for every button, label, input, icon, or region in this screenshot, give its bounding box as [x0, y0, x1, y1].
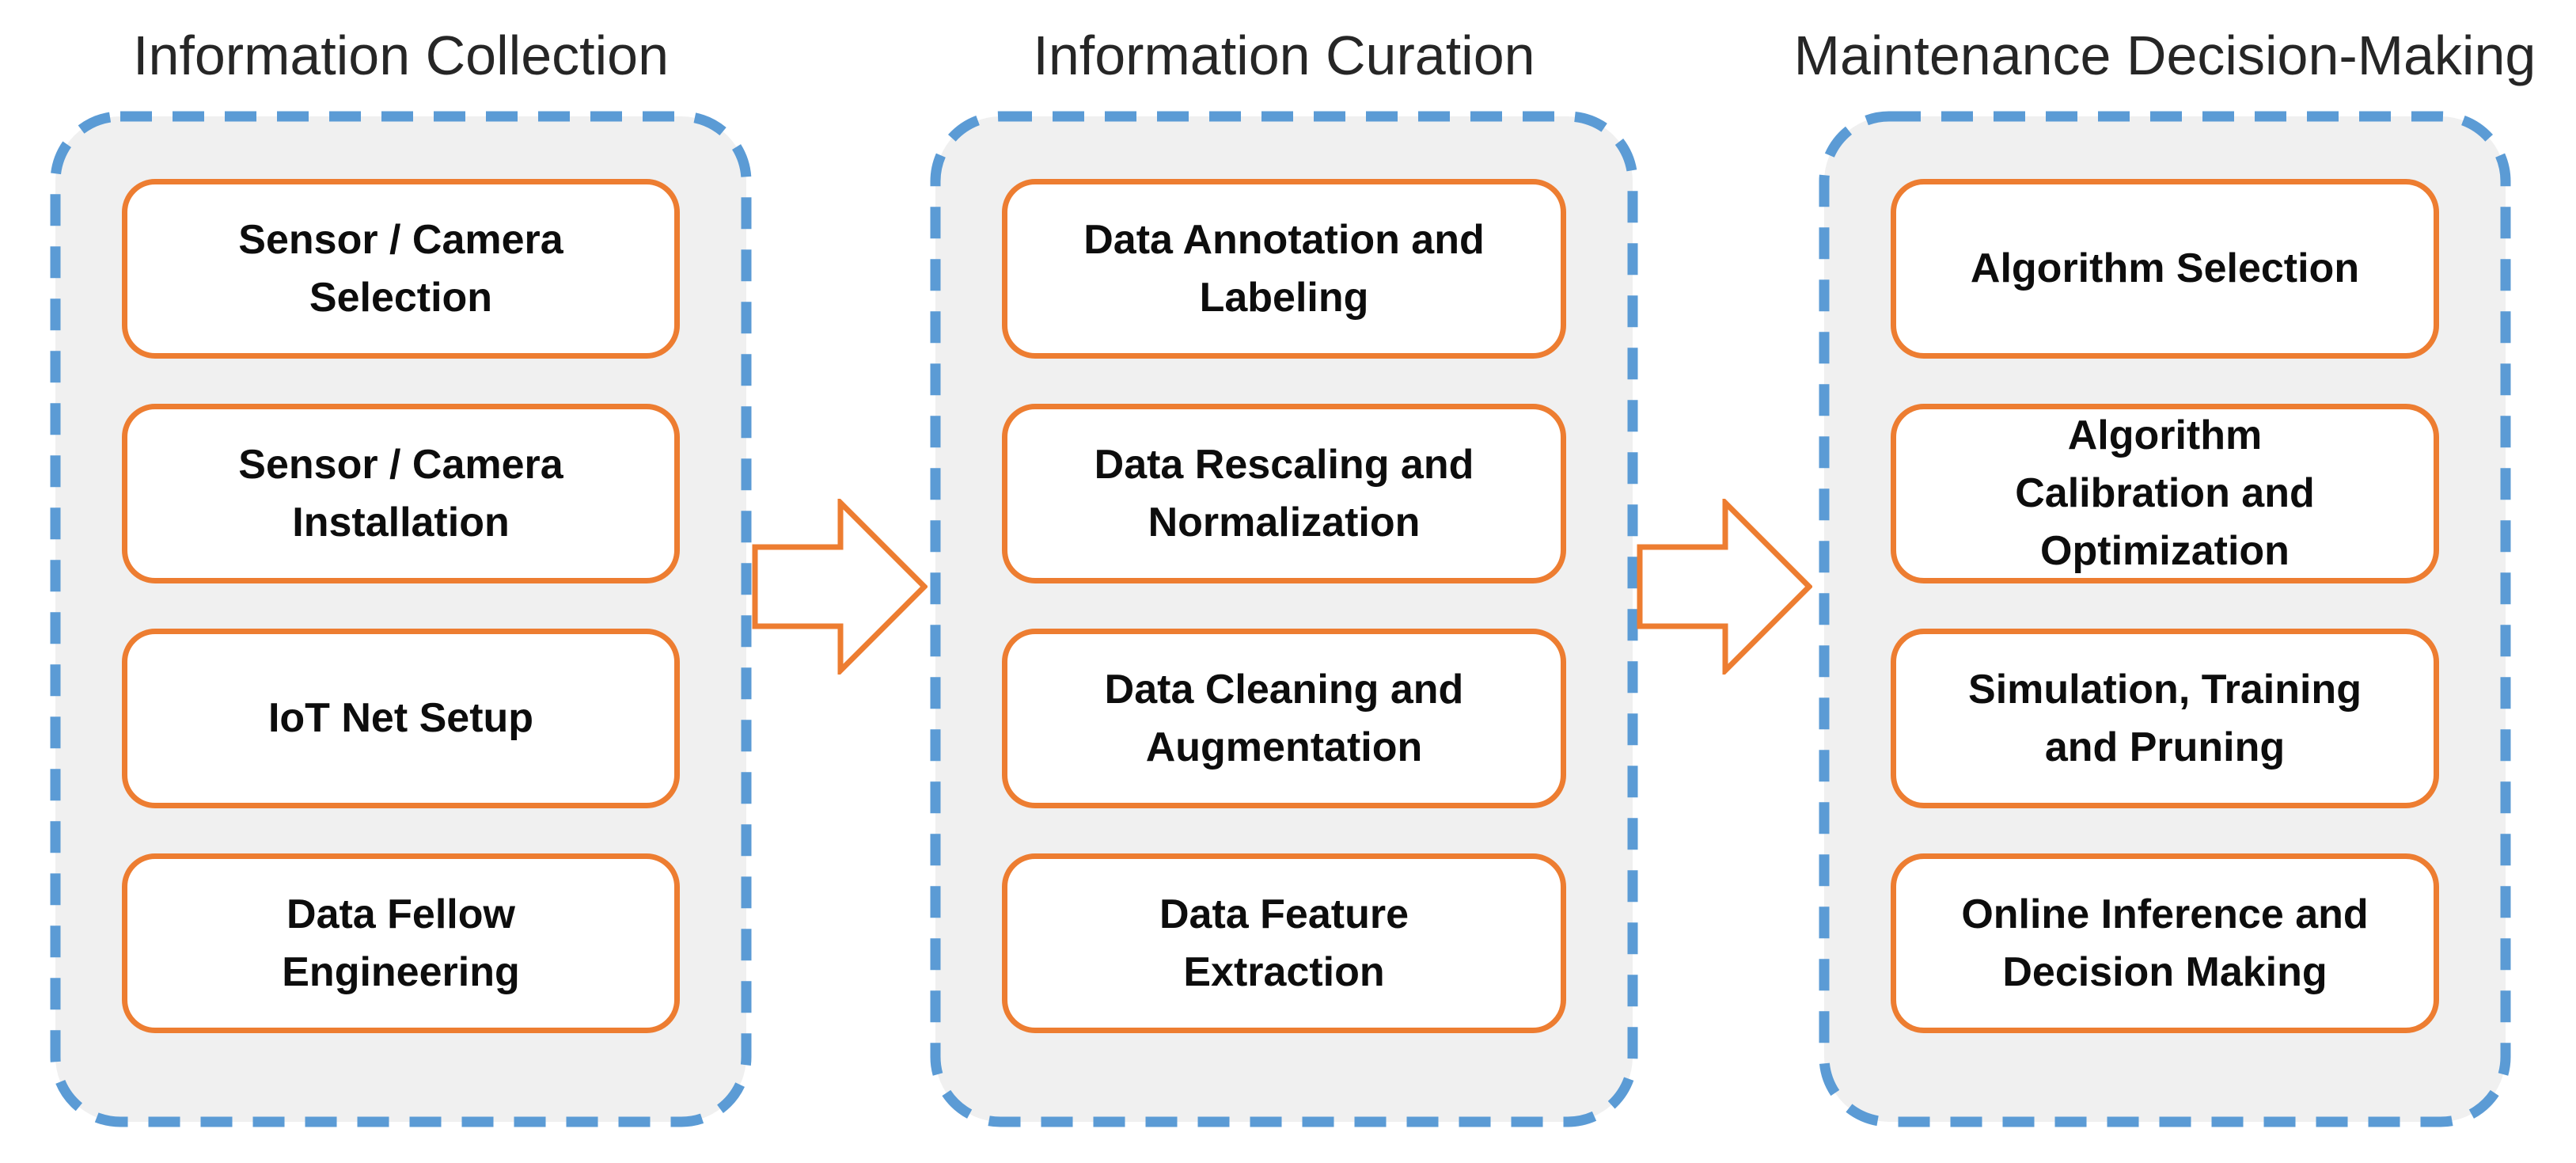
process-box-label: Data Feature Extraction	[1159, 891, 1409, 995]
process-box-label: Simulation, Training and Pruning	[1968, 666, 2362, 770]
stage-container: Algorithm Selection Algorithm Calibratio…	[1819, 111, 2511, 1127]
stage-boxes: Algorithm Selection Algorithm Calibratio…	[1829, 121, 2501, 1117]
process-box: Algorithm Selection	[1891, 179, 2439, 359]
right-arrow-icon	[1637, 499, 1812, 675]
stage-container: Sensor / Camera Selection Sensor / Camer…	[50, 111, 752, 1127]
process-box-label: Sensor / Camera Selection	[238, 216, 563, 321]
process-box: Data Feature Extraction	[1002, 853, 1566, 1033]
process-box: Online Inference and Decision Making	[1891, 853, 2439, 1033]
process-box-label: Data Annotation and Labeling	[1083, 216, 1485, 321]
column-information-curation: Information Curation Data Annotation and…	[930, 0, 1638, 1127]
process-box: Sensor / Camera Selection	[122, 179, 680, 359]
stage-boxes: Data Annotation and Labeling Data Rescal…	[940, 121, 1628, 1117]
process-box: Data Cleaning and Augmentation	[1002, 629, 1566, 808]
process-box-label: Data Rescaling and Normalization	[1094, 441, 1474, 545]
process-box: IoT Net Setup	[122, 629, 680, 808]
column-maintenance-decision-making: Maintenance Decision-Making Algorithm Se…	[1793, 0, 2536, 1127]
process-box-label: Algorithm Selection	[1970, 245, 2360, 292]
process-box: Data Rescaling and Normalization	[1002, 404, 1566, 583]
column-title: Information Curation	[1033, 25, 1535, 86]
process-box: Simulation, Training and Pruning	[1891, 629, 2439, 808]
process-box: Algorithm Calibration and Optimization	[1891, 404, 2439, 583]
process-box: Data Fellow Engineering	[122, 853, 680, 1033]
column-information-collection: Information Collection Sensor / Camera S…	[50, 0, 752, 1127]
process-box-label: Online Inference and Decision Making	[1961, 891, 2369, 995]
stage-container: Data Annotation and Labeling Data Rescal…	[930, 111, 1638, 1127]
process-box-label: Algorithm Calibration and Optimization	[2015, 412, 2315, 574]
process-box-label: IoT Net Setup	[267, 695, 534, 742]
column-title: Information Collection	[133, 25, 669, 86]
process-box-label: Data Cleaning and Augmentation	[1104, 666, 1464, 770]
process-box: Data Annotation and Labeling	[1002, 179, 1566, 359]
stage-boxes: Sensor / Camera Selection Sensor / Camer…	[60, 121, 742, 1117]
column-title: Maintenance Decision-Making	[1793, 25, 2536, 86]
process-box: Sensor / Camera Installation	[122, 404, 680, 583]
process-box-label: Data Fellow Engineering	[282, 891, 520, 995]
right-arrow-icon	[752, 499, 928, 675]
process-box-label: Sensor / Camera Installation	[238, 441, 563, 545]
